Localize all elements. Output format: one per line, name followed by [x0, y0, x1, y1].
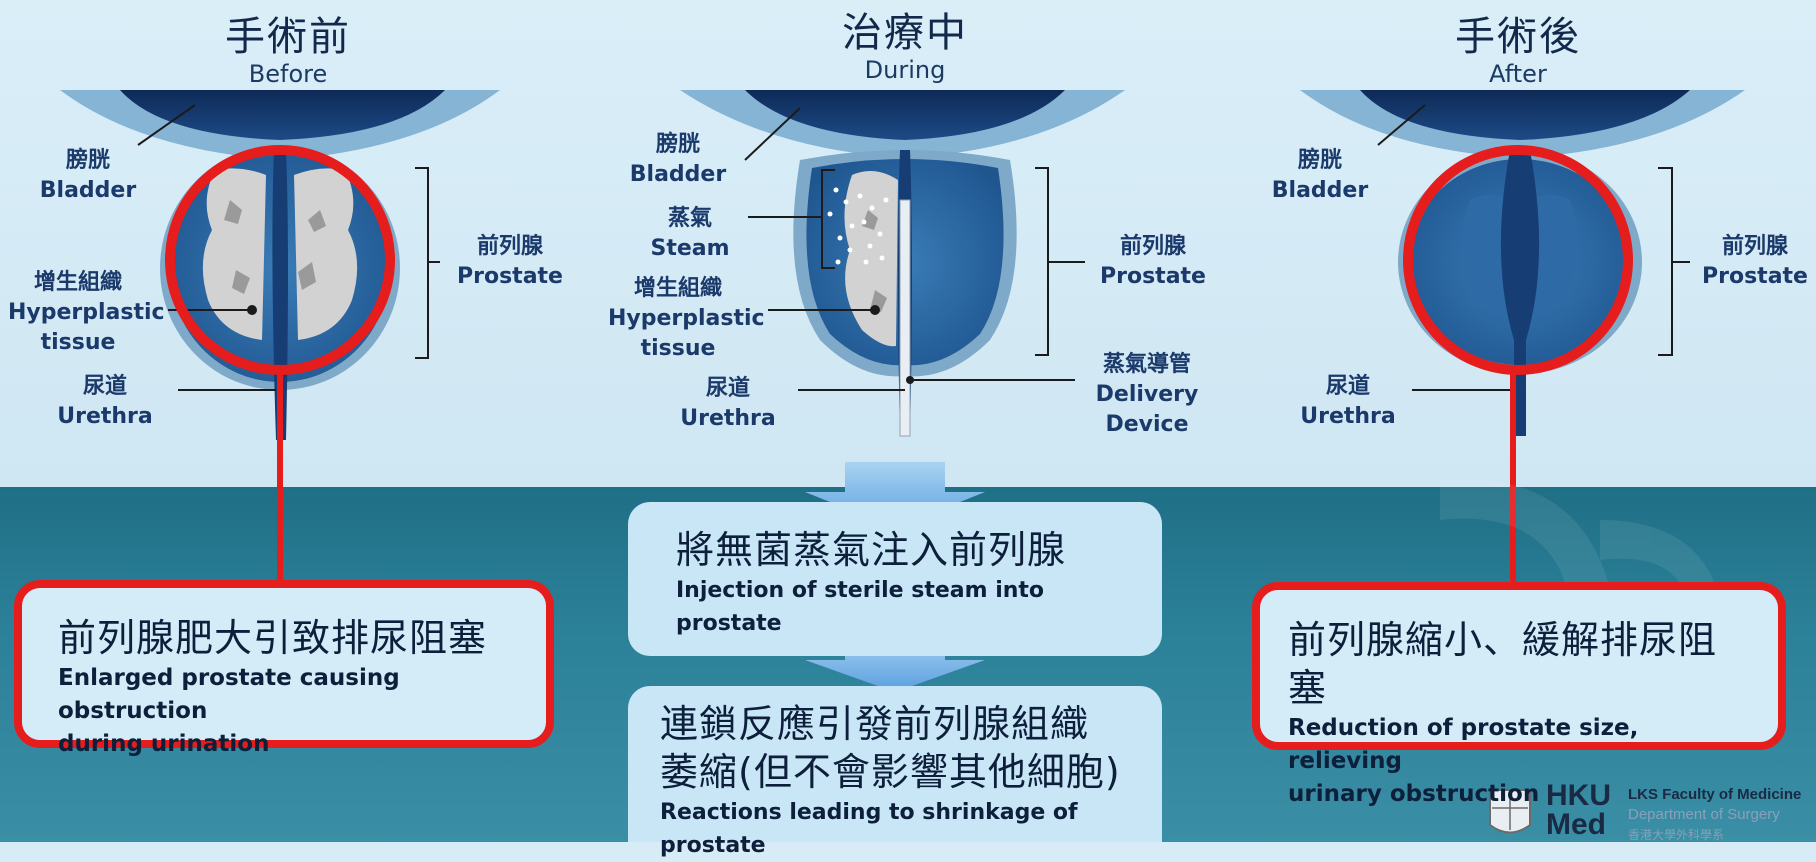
stage-heading-after: 手術後 After — [1388, 14, 1648, 88]
stage-before-zh: 手術前 — [225, 14, 351, 60]
urethra-zh: 尿道 — [1325, 374, 1370, 399]
hyper-en2: tissue — [640, 336, 716, 361]
before-diagram — [60, 90, 500, 588]
bladder-en: Bladder — [1271, 178, 1369, 203]
before-outcome-en2: during urination — [58, 731, 270, 757]
before-prostate-label: 前列腺 Prostate — [455, 232, 565, 292]
anatomy-diagram — [60, 90, 1745, 834]
stage-heading-during: 治療中 During — [775, 10, 1035, 84]
device-en1: Delivery — [1095, 382, 1199, 407]
shrunk-tissue-right — [1530, 195, 1578, 317]
shrinkage-zh2: 萎縮(但不會影響其他細胞) — [660, 750, 1121, 794]
shrinkage-box: 連鎖反應引發前列腺組織 萎縮(但不會影響其他細胞) Reactions lead… — [628, 686, 1162, 858]
device-en2: Device — [1105, 412, 1189, 437]
stage-during-en: During — [864, 56, 946, 84]
logo-line2: Department of Surgery — [1628, 806, 1780, 823]
delivery-device — [899, 199, 911, 437]
during-hyper-label: 增生組織 Hyperplastic tissue — [608, 274, 765, 364]
during-diagram — [680, 90, 1125, 692]
after-prostate-label: 前列腺 Prostate — [1700, 232, 1810, 292]
injection-box: 將無菌蒸氣注入前列腺 Injection of sterile steam in… — [628, 502, 1162, 656]
stage-after-zh: 手術後 — [1455, 14, 1581, 60]
before-outcome-box: 前列腺肥大引致排尿阻塞 Enlarged prostate causing ob… — [14, 580, 554, 757]
hyper-zh: 增生組織 — [633, 276, 722, 301]
logo-line3: 香港大學外科學系 — [1628, 828, 1725, 842]
during-prostate-label: 前列腺 Prostate — [1098, 232, 1208, 292]
logo-med: Med — [1546, 808, 1606, 841]
after-bladder-label: 膀胱 Bladder — [1270, 146, 1370, 206]
arrow-down-1 — [805, 462, 985, 528]
bladder-en: Bladder — [629, 162, 727, 187]
hyperplastic-tissue-right — [294, 168, 358, 340]
prostate-en: Prostate — [1702, 264, 1808, 289]
shrinkage-en: Reactions leading to shrinkage of prosta… — [660, 800, 1078, 858]
injection-zh: 將無菌蒸氣注入前列腺 — [676, 528, 1067, 572]
before-urethra-label: 尿道 Urethra — [55, 372, 155, 432]
device-zh: 蒸氣導管 — [1102, 352, 1191, 377]
injection-en: Injection of sterile steam into prostate — [676, 578, 1045, 636]
after-outcome-box: 前列腺縮小、緩解排尿阻塞 Reduction of prostate size,… — [1252, 582, 1786, 807]
bladder-en: Bladder — [39, 178, 137, 203]
tissue-shading — [224, 200, 326, 294]
stage-before-en: Before — [248, 60, 328, 88]
urethra-en: Urethra — [57, 404, 153, 429]
logo-line1: LKS Faculty of Medicine — [1628, 786, 1802, 803]
bladder-zh: 膀胱 — [1297, 148, 1342, 173]
urethra-en: Urethra — [680, 406, 776, 431]
before-outcome-zh: 前列腺肥大引致排尿阻塞 — [58, 616, 488, 660]
before-hyper-label: 增生組織 Hyperplastic tissue — [8, 268, 165, 358]
before-bladder-label: 膀胱 Bladder — [38, 146, 138, 206]
urethra-en: Urethra — [1300, 404, 1396, 429]
stage-during-zh: 治療中 — [842, 10, 968, 56]
urethra-zh: 尿道 — [705, 376, 750, 401]
after-outcome-en1: Reduction of prostate size, relieving — [1288, 715, 1639, 774]
during-urethra-label: 尿道 Urethra — [678, 374, 778, 434]
after-highlight-circle — [1403, 145, 1633, 375]
stage-after-en: After — [1489, 60, 1547, 88]
hyper-zh: 增生組織 — [33, 270, 122, 295]
steam-zh: 蒸氣 — [667, 206, 712, 231]
during-steam-label: 蒸氣 Steam — [640, 204, 740, 264]
after-urethra-label: 尿道 Urethra — [1298, 372, 1398, 432]
before-outcome-en1: Enlarged prostate causing obstruction — [58, 665, 400, 724]
logo-hku: HKU — [1546, 779, 1611, 812]
after-outcome-zh: 前列腺縮小、緩解排尿阻塞 — [1288, 618, 1718, 710]
hyper-en2: tissue — [40, 330, 116, 355]
bladder-zh: 膀胱 — [655, 132, 700, 157]
after-outcome-en2: urinary obstruction — [1288, 781, 1540, 807]
bladder-zh: 膀胱 — [65, 148, 110, 173]
prostate-en: Prostate — [1100, 264, 1206, 289]
during-device-label: 蒸氣導管 Delivery Device — [1082, 350, 1212, 440]
stage-heading-before: 手術前 Before — [158, 14, 418, 88]
during-bladder-label: 膀胱 Bladder — [628, 130, 728, 190]
hyperplastic-tissue-left — [202, 168, 266, 340]
urethra-zh: 尿道 — [82, 374, 127, 399]
shrinkage-zh1: 連鎖反應引發前列腺組織 — [660, 702, 1090, 746]
steam-dots — [827, 187, 889, 265]
prostate-zh: 前列腺 — [476, 234, 543, 259]
prostate-zh: 前列腺 — [1721, 234, 1788, 259]
hku-crest-icon — [1489, 789, 1531, 834]
hyper-en1: Hyperplastic — [608, 306, 765, 331]
shrunk-tissue-left — [1462, 195, 1510, 317]
steam-en: Steam — [650, 236, 730, 261]
prostate-en: Prostate — [457, 264, 563, 289]
prostate-zh: 前列腺 — [1119, 234, 1186, 259]
after-diagram — [1300, 90, 1745, 590]
bladder — [120, 90, 445, 140]
hyper-en1: Hyperplastic — [8, 300, 165, 325]
